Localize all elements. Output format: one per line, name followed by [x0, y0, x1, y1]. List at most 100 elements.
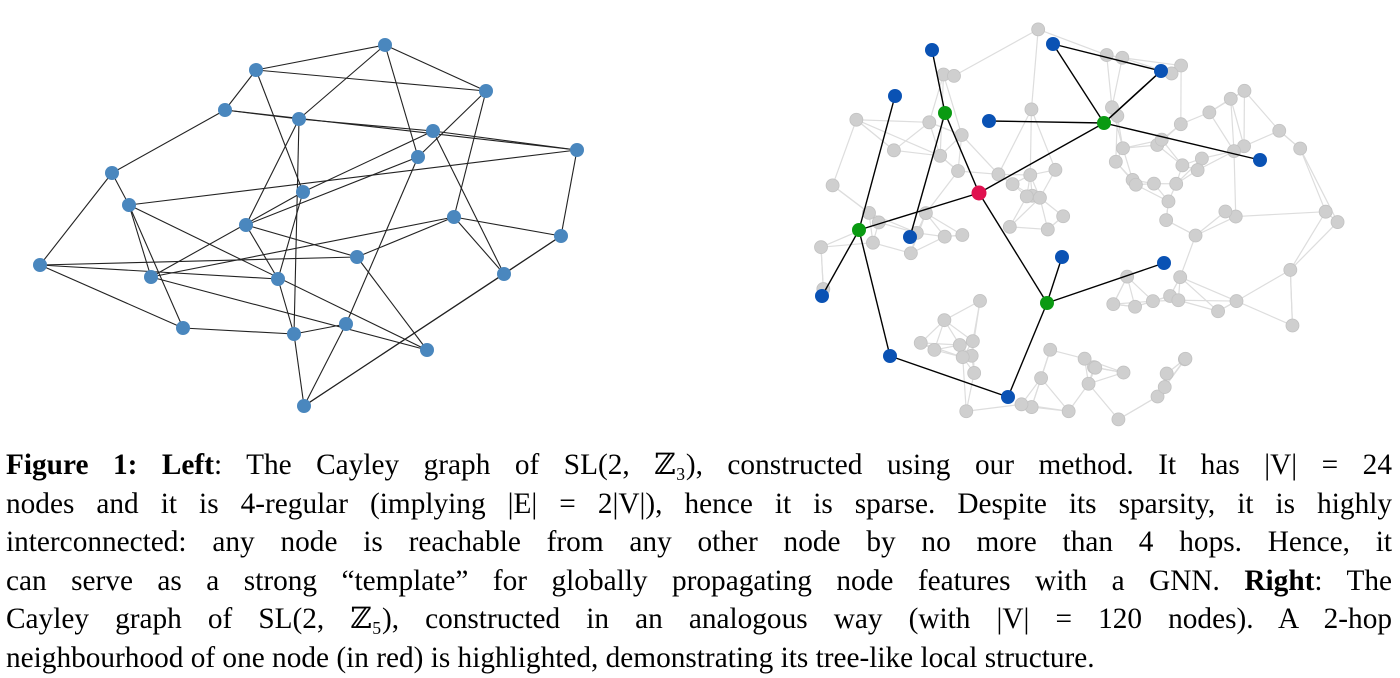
- root-node-red: [971, 185, 987, 201]
- background-node: [1161, 194, 1176, 209]
- left-graph-edge: [293, 323, 347, 335]
- figure-1-graphs: [33, 22, 1345, 427]
- left-graph-edge: [39, 264, 279, 280]
- background-edge: [1088, 383, 1119, 420]
- background-node: [814, 240, 828, 255]
- background-node: [1111, 412, 1126, 427]
- background-node: [1293, 141, 1308, 156]
- left-graph-edge: [384, 44, 487, 92]
- left-graph-node: [122, 198, 136, 212]
- background-node: [1218, 204, 1233, 219]
- hop1-edge: [978, 192, 1048, 304]
- left-graph-node: [297, 399, 311, 413]
- background-node: [1171, 293, 1186, 308]
- hop1-node: [852, 223, 866, 237]
- background-node: [1043, 342, 1058, 357]
- left-graph-node: [105, 166, 119, 180]
- hop2-edge: [1007, 302, 1048, 398]
- background-edge: [820, 247, 824, 290]
- left-graph-edge: [302, 130, 434, 193]
- left-graph-edge: [150, 276, 428, 351]
- left-graph-edge: [150, 216, 455, 278]
- background-node: [1223, 91, 1238, 106]
- left-graph-edge: [384, 44, 419, 158]
- background-node: [1099, 48, 1114, 62]
- background-node: [937, 229, 952, 244]
- background-edge: [832, 184, 870, 214]
- background-node: [1227, 144, 1241, 159]
- caption-line-4: can serve as a strong “template” for glo…: [6, 564, 1393, 597]
- left-graph-edge: [345, 156, 419, 325]
- caption-line-2: nodes and it is 4-regular (implying |E| …: [6, 487, 1392, 520]
- background-node: [1116, 141, 1130, 156]
- left-graph-node: [296, 185, 310, 199]
- background-edge: [1037, 28, 1107, 56]
- background-node: [1002, 219, 1017, 234]
- background-edge: [1111, 57, 1123, 108]
- background-node: [1330, 215, 1345, 229]
- background-edge: [1235, 211, 1326, 218]
- background-node: [1040, 222, 1055, 237]
- background-node: [1178, 351, 1193, 366]
- background-node: [866, 235, 880, 250]
- hop1-node: [938, 106, 952, 120]
- hop1-edge: [858, 192, 980, 231]
- background-edge: [1179, 235, 1197, 278]
- left-graph-edge: [39, 256, 358, 266]
- background-node: [951, 164, 965, 178]
- hop2-node: [1154, 64, 1168, 78]
- hop2-edge: [1046, 256, 1063, 304]
- background-edge: [1009, 197, 1041, 228]
- caption-line-5: Cayley graph of SL(2, ℤ₅), constructed i…: [6, 603, 1392, 635]
- background-node: [1024, 102, 1039, 117]
- caption-line-3: interconnected: any node is reachable fr…: [6, 526, 1392, 558]
- left-graph-node: [292, 112, 306, 126]
- background-node: [1033, 190, 1047, 205]
- background-edge: [1030, 29, 1039, 110]
- background-edge: [1118, 395, 1158, 420]
- left-graph-edge: [245, 118, 300, 226]
- hop2-edge: [909, 112, 946, 238]
- left-graph-edge: [453, 90, 487, 218]
- left-graph-node: [271, 272, 285, 286]
- hop2-node: [888, 89, 902, 103]
- background-node: [973, 293, 987, 308]
- background-node: [1147, 176, 1161, 191]
- background-edge: [966, 403, 1022, 412]
- background-node: [1081, 376, 1096, 391]
- background-node: [1285, 318, 1300, 333]
- background-edge: [856, 119, 930, 123]
- background-edge: [961, 134, 999, 175]
- left-graph-node: [239, 218, 253, 232]
- left-graph-edge: [417, 90, 487, 158]
- background-edge: [997, 109, 1032, 175]
- hop1-edge: [978, 122, 1105, 194]
- left-graph-node: [33, 258, 47, 272]
- background-edge: [1243, 90, 1280, 132]
- left-graph-node: [218, 103, 232, 117]
- hop2-node: [1001, 390, 1015, 404]
- left-graph-edge: [293, 118, 300, 335]
- right-cayley-graph-sl2-z5: [814, 22, 1345, 427]
- hop2-edge: [821, 229, 860, 297]
- left-graph-edge: [224, 109, 578, 151]
- left-graph-node: [497, 267, 511, 281]
- background-edge: [925, 212, 963, 236]
- hop1-node: [1040, 296, 1054, 310]
- background-node: [1190, 163, 1205, 177]
- background-edge: [1122, 57, 1182, 67]
- left-graph-node: [479, 84, 493, 98]
- left-graph-edge: [277, 191, 304, 280]
- background-node: [1034, 371, 1048, 386]
- background-edge: [1029, 109, 1033, 176]
- left-graph-edge: [39, 172, 113, 266]
- background-node: [927, 343, 942, 357]
- hop2-edge: [858, 229, 891, 357]
- background-node: [955, 228, 970, 242]
- background-node: [947, 68, 961, 83]
- hop2-node: [1046, 37, 1060, 51]
- hop2-node: [1157, 256, 1171, 270]
- left-graph-edge: [224, 69, 257, 111]
- background-node: [1211, 304, 1225, 319]
- left-graph-edge: [356, 216, 455, 258]
